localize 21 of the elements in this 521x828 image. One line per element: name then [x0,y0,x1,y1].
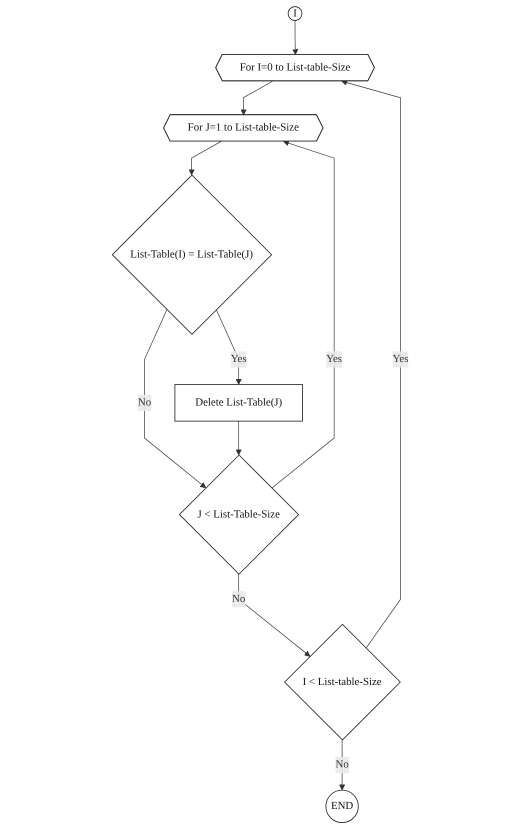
edge-label: No [336,758,349,770]
arrow [240,80,274,116]
arrow [216,309,242,385]
edge-label: Yes [392,353,409,365]
node-diamond: List-Table(I) = List-Table(J) [112,174,272,335]
edge-label: Yes [326,353,342,365]
arrow [292,20,298,55]
arrow [341,80,402,649]
arrow [272,140,335,488]
node-circle: END [326,790,359,823]
arrow [238,574,310,657]
edge-label: Yes [230,353,247,365]
arrow [188,141,222,176]
node-diamond: I < List-table-Size [284,624,401,740]
arrow [144,309,206,488]
node-diamond: J < List-Table-Size [179,454,300,575]
node-box: Delete List-Table(J) [174,384,304,422]
edge-label: No [138,396,152,408]
arrow [236,420,242,456]
edge-label: No [232,593,246,605]
node-circle: I [288,6,302,21]
